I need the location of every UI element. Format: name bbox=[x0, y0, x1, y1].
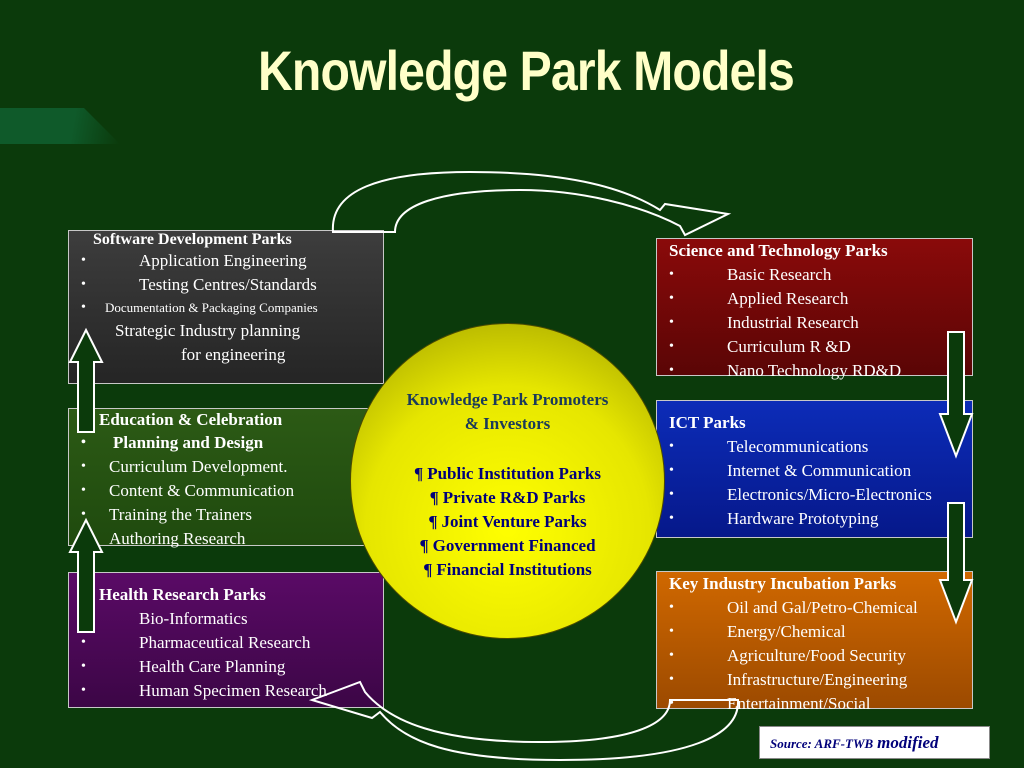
science-technology-box: Science and Technology Parks Basic Resea… bbox=[656, 238, 973, 383]
promoters-line2: & Investors bbox=[464, 414, 551, 433]
list-item: Infrastructure/Engineering bbox=[657, 668, 972, 692]
page-title: Knowledge Park Models bbox=[258, 39, 795, 102]
science-list: Basic Research Applied Research Industri… bbox=[657, 263, 972, 383]
list-item: Oil and Gal/Petro-Chemical bbox=[657, 596, 972, 620]
center-list: ¶Public Institution Parks ¶Private R&D P… bbox=[351, 462, 664, 582]
list-item: Industrial Research bbox=[657, 311, 972, 335]
health-heading: Health Research Parks bbox=[99, 585, 266, 604]
source-modifier: modified bbox=[877, 733, 939, 752]
education-box: Education & Celebration Planning and Des… bbox=[68, 408, 368, 551]
decorative-stripe bbox=[0, 108, 120, 144]
list-item: Content & Communication bbox=[69, 479, 367, 503]
list-item: Entertainment/Social bbox=[657, 692, 972, 716]
list-item: Telecommunications bbox=[657, 435, 972, 459]
list-item: Documentation & Packaging Companies bbox=[69, 297, 383, 319]
list-item: Curriculum R &D bbox=[657, 335, 972, 359]
software-development-box: Software Development Parks Application E… bbox=[68, 230, 384, 384]
list-item: ¶Joint Venture Parks bbox=[428, 512, 587, 531]
promoters-label: Knowledge Park Promoters & Investors bbox=[351, 388, 664, 436]
list-item: Training the Trainers bbox=[69, 503, 367, 527]
list-item: Hardware Prototyping bbox=[657, 507, 972, 531]
software-extra-line2: for engineering bbox=[181, 345, 286, 364]
software-extra-line1: Strategic Industry planning bbox=[115, 321, 301, 340]
list-item: Nano Technology RD&D bbox=[657, 359, 972, 383]
list-item: Bio-Informatics bbox=[69, 607, 383, 631]
pilcrow-icon: ¶ bbox=[414, 464, 424, 483]
list-item: Internet & Communication bbox=[657, 459, 972, 483]
education-list: Planning and Design Curriculum Developme… bbox=[69, 431, 367, 551]
list-item: Energy/Chemical bbox=[657, 620, 972, 644]
health-research-box: Health Research Parks Bio-Informatics Ph… bbox=[68, 572, 384, 708]
software-heading: Software Development Parks bbox=[93, 231, 292, 248]
list-item: ¶Public Institution Parks bbox=[414, 464, 601, 483]
pilcrow-icon: ¶ bbox=[419, 536, 429, 555]
list-item: Electronics/Micro-Electronics bbox=[657, 483, 972, 507]
list-item: Application Engineering bbox=[69, 249, 383, 273]
list-item: ¶Financial Institutions bbox=[423, 560, 592, 579]
pilcrow-icon: ¶ bbox=[423, 560, 433, 579]
list-item: Human Specimen Research bbox=[69, 679, 383, 703]
key-industry-box: Key Industry Incubation Parks Oil and Ga… bbox=[656, 571, 973, 716]
list-item: Pharmaceutical Research bbox=[69, 631, 383, 655]
list-item: Testing Centres/Standards bbox=[69, 273, 383, 297]
list-item: ¶Government Financed bbox=[419, 536, 596, 555]
top-curved-arrow-icon bbox=[331, 170, 732, 237]
key-industry-list: Oil and Gal/Petro-Chemical Energy/Chemic… bbox=[657, 596, 972, 716]
software-list: Application Engineering Testing Centres/… bbox=[69, 249, 383, 319]
list-item: Applied Research bbox=[657, 287, 972, 311]
list-item: Basic Research bbox=[657, 263, 972, 287]
ict-heading: ICT Parks bbox=[669, 413, 746, 432]
ict-list: Telecommunications Internet & Communicat… bbox=[657, 435, 972, 531]
pilcrow-icon: ¶ bbox=[428, 512, 438, 531]
key-industry-heading: Key Industry Incubation Parks bbox=[669, 574, 897, 593]
list-item: Planning and Design bbox=[69, 431, 367, 455]
list-item: Health Care Planning bbox=[69, 655, 383, 679]
education-heading: Education & Celebration bbox=[99, 410, 283, 429]
center-circle: Knowledge Park Promoters & Investors ¶Pu… bbox=[350, 323, 665, 639]
ict-parks-box: ICT Parks Telecommunications Internet & … bbox=[656, 400, 973, 538]
promoters-line1: Knowledge Park Promoters bbox=[406, 390, 609, 409]
list-item: Agriculture/Food Security bbox=[657, 644, 972, 668]
pilcrow-icon: ¶ bbox=[429, 488, 439, 507]
list-item: ¶Private R&D Parks bbox=[429, 488, 586, 507]
source-label: Source: ARF-TWB bbox=[770, 736, 874, 751]
list-item: Curriculum Development. bbox=[69, 455, 367, 479]
science-heading: Science and Technology Parks bbox=[669, 241, 888, 260]
list-item: Authoring Research bbox=[69, 527, 367, 551]
health-list: Bio-Informatics Pharmaceutical Research … bbox=[69, 607, 383, 703]
